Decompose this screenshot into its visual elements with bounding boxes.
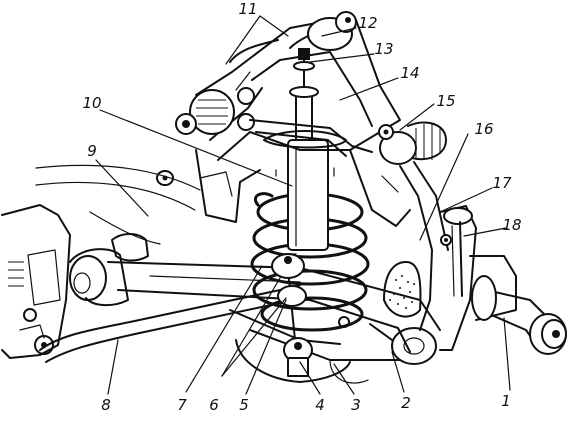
- callout-12: 12: [358, 14, 377, 32]
- part-10-shock-absorber: [263, 48, 347, 251]
- part-12-upper-bushing: [289, 11, 357, 51]
- part-2-lower-ball-joint: [369, 323, 437, 365]
- callout-7: 7: [177, 396, 187, 414]
- callout-16: 16: [474, 120, 493, 138]
- part-14-upper-arm: [249, 119, 373, 157]
- part-9-panel: [35, 164, 201, 245]
- callout-1: 1: [501, 392, 511, 410]
- callout-14: 14: [400, 64, 419, 82]
- callout-9: 9: [87, 142, 97, 160]
- callout-11: 11: [238, 0, 257, 18]
- callout-4: 4: [315, 396, 325, 414]
- callout-17: 17: [492, 174, 512, 192]
- callouts: 1 2 3 4 5 6 7 8 9 10 11 12 13 14 15 16 1…: [82, 0, 521, 414]
- callout-15: 15: [436, 92, 455, 110]
- callout-10: 10: [82, 94, 101, 112]
- part-16-knuckle-arm: [399, 161, 449, 331]
- part-1-wheel-hub: [469, 255, 567, 355]
- callout-13: 13: [374, 40, 393, 58]
- part-17-steering-knuckle: [439, 205, 477, 351]
- callout-5: 5: [239, 396, 249, 414]
- callout-3: 3: [351, 396, 361, 414]
- callout-8: 8: [101, 396, 111, 414]
- part-8-anti-roll-bar: [39, 284, 301, 363]
- bump-stop: [383, 261, 422, 318]
- part-5-lower-mount: [235, 316, 351, 383]
- part-15-front-bushing: [378, 121, 447, 165]
- callout-2: 2: [401, 394, 411, 412]
- callout-18: 18: [502, 216, 521, 234]
- subframe-bracket: [1, 204, 71, 359]
- leader-lines: [95, 15, 511, 395]
- upper-left-bushing: [175, 87, 255, 135]
- callout-6: 6: [209, 396, 219, 414]
- lower-arm-front-bushing: [69, 233, 149, 306]
